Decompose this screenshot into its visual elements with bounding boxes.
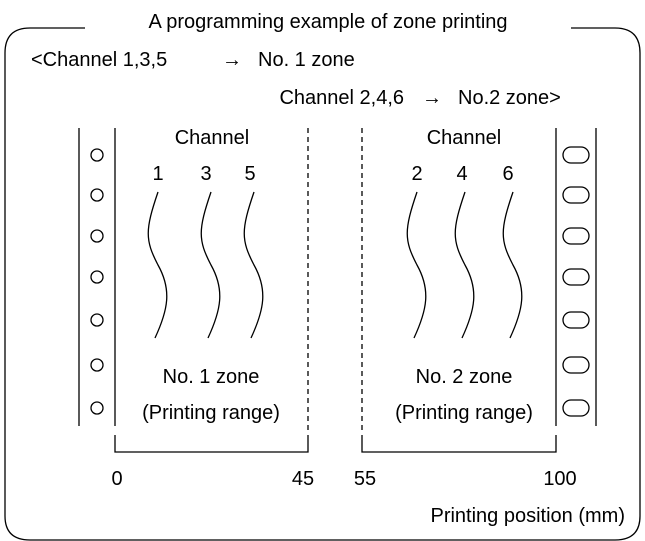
right-paper-edge	[555, 128, 597, 426]
zone-2-range-bracket	[361, 435, 557, 453]
channel-trace-wave	[454, 191, 475, 339]
zone-1-range-bracket	[114, 435, 309, 453]
sprocket-hole-round	[90, 313, 104, 327]
sprocket-hole-oblong	[562, 356, 590, 374]
zone-1-channel-number: 1	[152, 163, 163, 185]
sprocket-hole-round	[90, 188, 104, 202]
zone-1-channel-number: 5	[244, 163, 255, 185]
sprocket-hole-round	[90, 358, 104, 372]
diagram-title: A programming example of zone printing	[148, 11, 507, 33]
mapping-line-1: <Channel 1,3,5 → No. 1 zone	[31, 49, 355, 71]
channel-trace-wave	[502, 191, 523, 339]
channel-trace-wave	[243, 191, 264, 339]
zone-2-channel-number: 4	[456, 163, 467, 185]
sprocket-hole-oblong	[562, 227, 590, 245]
zone-2-channel-header: Channel	[427, 127, 502, 149]
zone-1: Channel 1 3 5 No. 1 zone (Printing range…	[142, 127, 280, 424]
zone-1-start-position: 0	[111, 468, 122, 490]
mapping-line-2-arrow-icon: →	[422, 87, 442, 109]
mapping-line-1-arrow-icon: →	[222, 49, 242, 71]
sprocket-hole-round	[90, 148, 104, 162]
mapping-line-2: Channel 2,4,6 → No.2 zone>	[279, 87, 560, 109]
left-paper-edge	[78, 128, 116, 426]
mapping-line-1-target: No. 1 zone	[258, 49, 355, 71]
zone-1-channel-header: Channel	[175, 127, 250, 149]
sprocket-hole-oblong	[562, 311, 590, 329]
channel-trace-wave	[200, 191, 221, 339]
zone-2-channel-number: 6	[502, 163, 513, 185]
zone-1-name: No. 1 zone	[163, 366, 260, 388]
sprocket-hole-round	[90, 270, 104, 284]
channel-trace-wave	[147, 191, 168, 339]
outer-frame	[4, 27, 641, 541]
sprocket-hole-oblong	[562, 268, 590, 286]
mapping-line-2-target: No.2 zone>	[458, 87, 561, 109]
mapping-line-2-source: Channel 2,4,6	[279, 87, 404, 109]
zone-1-channel-number: 3	[200, 163, 211, 185]
zone-2-start-position: 55	[354, 468, 376, 490]
zone-2: Channel 2 4 6 No. 2 zone (Printing range…	[395, 127, 533, 424]
mapping-line-1-source: <Channel 1,3,5	[31, 49, 167, 71]
zone-2-range-label: (Printing range)	[395, 402, 533, 424]
zone-2-end-position: 100	[543, 468, 576, 490]
channel-trace-wave	[406, 191, 427, 339]
axis-label: Printing position (mm)	[430, 505, 625, 527]
zone-1-range-label: (Printing range)	[142, 402, 280, 424]
sprocket-hole-round	[90, 229, 104, 243]
sprocket-hole-oblong	[562, 399, 590, 417]
sprocket-hole-oblong	[562, 186, 590, 204]
sprocket-hole-oblong	[562, 146, 590, 164]
zone-2-channel-number: 2	[411, 163, 422, 185]
zone-1-end-position: 45	[292, 468, 314, 490]
zone-2-name: No. 2 zone	[416, 366, 513, 388]
sprocket-hole-round	[90, 401, 104, 415]
